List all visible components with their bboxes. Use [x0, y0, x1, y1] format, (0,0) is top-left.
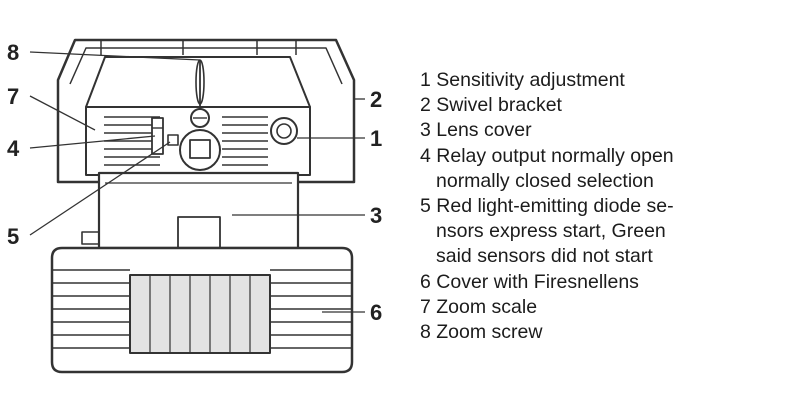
legend-item: 3 Lens cover — [420, 118, 674, 143]
legend-line: 4 Relay output normally open — [420, 144, 674, 167]
legend-line: 5 Red light-emitting diode se- — [420, 195, 674, 218]
legend-item: 7 Zoom scale — [420, 295, 674, 320]
bracket-top-strip — [100, 40, 297, 55]
sensitivity-knob — [270, 117, 298, 145]
legend-item: 6 Cover with Firesnellens — [420, 270, 674, 295]
legend-item: 8 Zoom screw — [420, 320, 674, 345]
leader-8 — [29, 51, 201, 61]
swivel-bracket-inner — [69, 47, 343, 85]
fresnel-ribs — [52, 269, 352, 349]
callout-3: 3 — [370, 203, 383, 228]
legend-item: 1 Sensitivity adjustment — [420, 68, 674, 93]
leader-7 — [29, 95, 96, 131]
callout-6: 6 — [370, 300, 383, 325]
legend-line: said sensors did not start — [436, 245, 653, 268]
callout-5: 5 — [7, 224, 20, 249]
legend: 1 Sensitivity adjustment 2 Swivel bracke… — [420, 68, 674, 345]
legend-line: 7 Zoom scale — [420, 295, 538, 318]
legend-line: 2 Swivel bracket — [420, 94, 562, 117]
legend-item: 5 Red light-emitting diode se- nsors exp… — [420, 194, 674, 270]
legend-item: 4 Relay output normally open normally cl… — [420, 144, 674, 194]
lens-cover — [97, 171, 300, 250]
leader-4 — [29, 135, 156, 149]
legend-line: 6 Cover with Firesnellens — [420, 270, 639, 293]
callout-2: 2 — [370, 87, 383, 112]
fresnel-segments — [149, 275, 251, 353]
legend-line: 3 Lens cover — [420, 119, 532, 142]
legend-line: normally closed selection — [436, 169, 654, 192]
lens-window — [189, 139, 211, 159]
led-indicator — [167, 134, 179, 146]
callout-7: 7 — [7, 84, 20, 109]
legend-line: nsors express start, Green — [436, 220, 666, 243]
legend-line: 1 Sensitivity adjustment — [420, 69, 625, 91]
legend-line: 8 Zoom screw — [420, 321, 543, 344]
callout-8: 8 — [7, 40, 20, 65]
swivel-bracket-frame — [56, 38, 356, 184]
callout-4: 4 — [7, 136, 20, 161]
legend-item: 2 Swivel bracket — [420, 93, 674, 118]
leader-5 — [29, 141, 171, 236]
lens-mount — [179, 129, 221, 171]
fresnel-lens-window — [129, 274, 271, 354]
module-ribs — [104, 116, 268, 166]
callout-1: 1 — [370, 126, 383, 151]
